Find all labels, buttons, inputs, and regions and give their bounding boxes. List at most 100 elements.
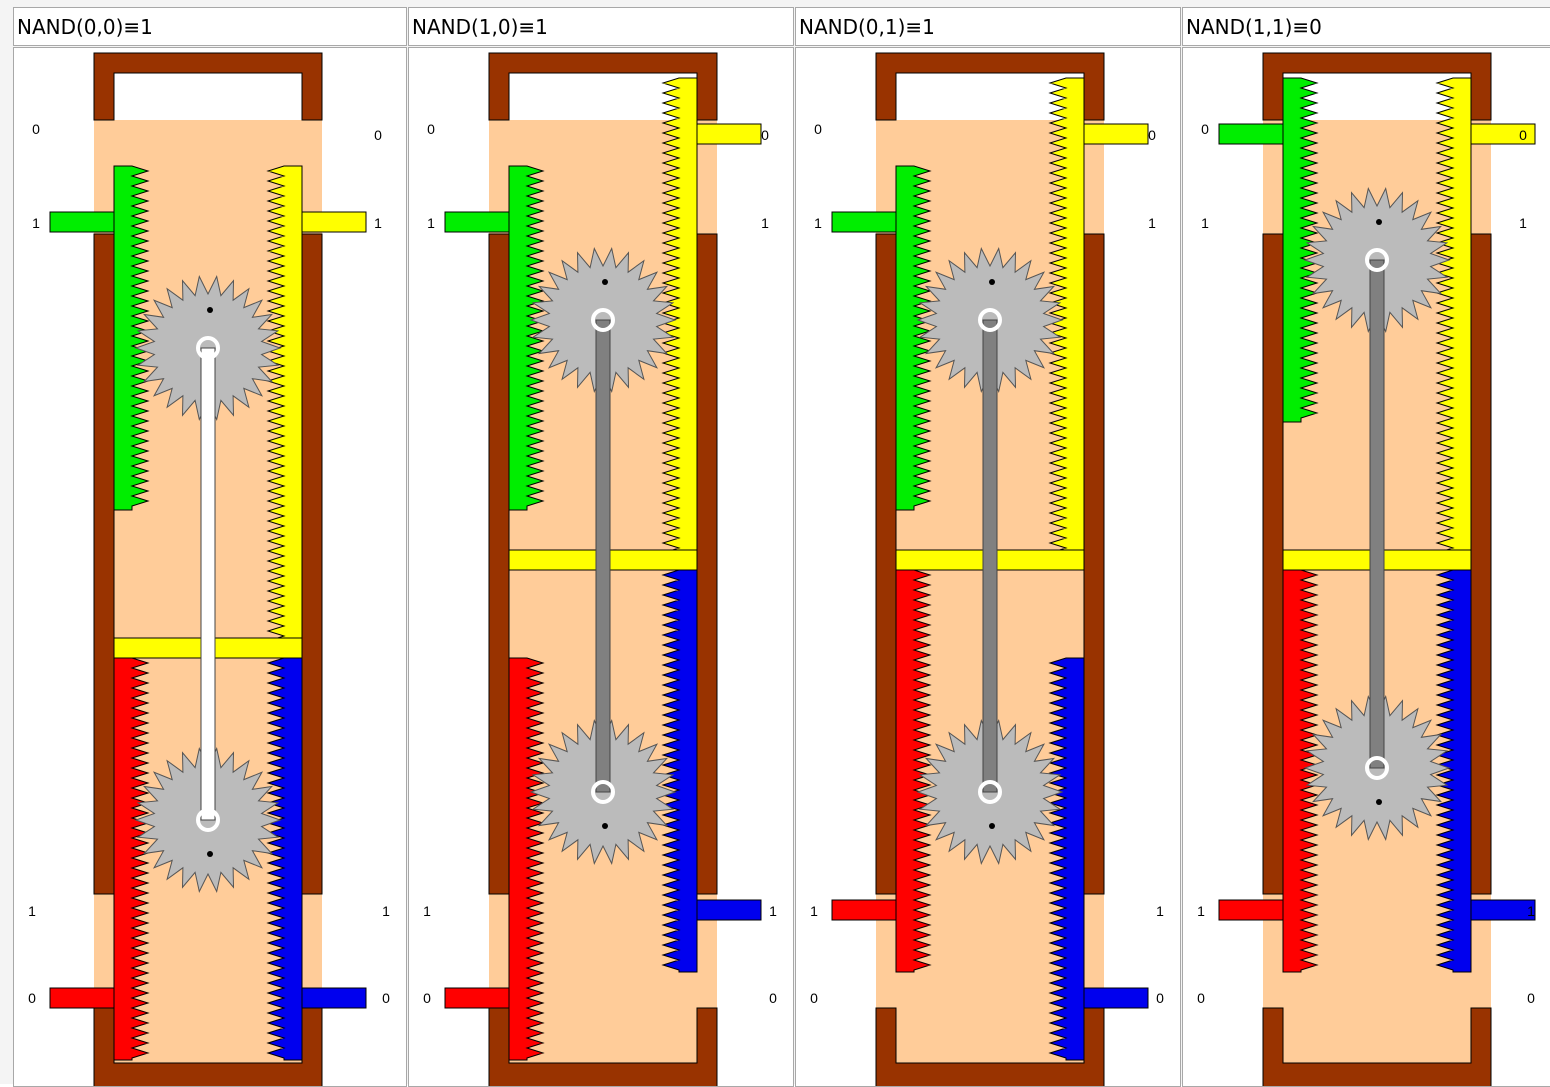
lower-gear-marker [989,823,995,829]
position-label: 0 [32,121,40,137]
green-rack [113,165,150,511]
housing-top [488,52,718,121]
position-label: 0 [761,127,769,143]
panel-caption: NAND(0,1)≡1 [799,15,935,39]
green-input-arm [1218,123,1284,145]
position-label: 1 [32,215,40,231]
housing-right-wall [1470,233,1492,895]
position-label: 1 [374,215,382,231]
connecting-rod [982,319,998,793]
green-rack [508,165,545,511]
housing-bottom [1262,1007,1492,1086]
housing-left-wall [1262,233,1284,895]
blue-output-arm [301,987,367,1009]
lower-gear-marker [1376,799,1382,805]
yellow-rack [661,77,698,571]
housing-right-wall [1083,233,1105,895]
position-label: 0 [1197,990,1205,1006]
housing-top [93,52,323,121]
housing-top [1262,52,1492,121]
red-rack [1282,569,1319,973]
caption-cell-4: NAND(1,1)≡0 [1182,7,1550,46]
position-label: 0 [1156,990,1164,1006]
green-rack [895,165,932,511]
yellow-rack [1435,77,1472,571]
position-label: 0 [427,121,435,137]
position-label: 1 [1527,903,1535,919]
red-rack [508,657,545,1061]
red-rack [113,657,150,1061]
upper-pivot [196,336,220,360]
position-label: 1 [28,903,36,919]
panel-caption: NAND(1,0)≡1 [412,15,548,39]
blue-rack [1435,569,1472,973]
red-input-arm [444,987,510,1009]
position-label: 1 [1201,215,1209,231]
upper-gear-marker [989,279,995,285]
red-input-arm [49,987,115,1009]
yellow-rack [1048,77,1085,571]
panel-caption: NAND(0,0)≡1 [17,15,153,39]
position-label: 0 [374,127,382,143]
housing-left-wall [488,233,510,895]
green-input-arm [49,211,115,233]
caption-cell-1: NAND(0,0)≡1 [13,7,407,46]
position-label: 0 [1201,121,1209,137]
housing-right-wall [696,233,718,895]
position-label: 1 [423,903,431,919]
yellow-output-arm [301,211,367,233]
red-input-arm [831,899,897,921]
blue-output-arm [1470,899,1536,921]
connecting-rod [200,347,216,821]
green-rack [1282,77,1319,423]
position-label: 0 [423,990,431,1006]
housing-left-wall [93,233,115,895]
connecting-rod [595,319,611,793]
lower-gear-marker [602,823,608,829]
position-label: 1 [1197,903,1205,919]
position-label: 1 [814,215,822,231]
position-label: 0 [769,990,777,1006]
blue-output-arm [1083,987,1149,1009]
red-input-arm [1218,899,1284,921]
connecting-rod [1369,259,1385,769]
position-label: 1 [761,215,769,231]
position-label: 0 [1519,127,1527,143]
upper-pivot [978,308,1002,332]
green-input-arm [444,211,510,233]
panel-caption: NAND(1,1)≡0 [1186,15,1322,39]
position-label: 1 [1156,903,1164,919]
yellow-output-arm [1083,123,1149,145]
green-input-arm [831,211,897,233]
lower-pivot [196,808,220,832]
caption-cell-3: NAND(0,1)≡1 [795,7,1181,46]
position-label: 0 [1148,127,1156,143]
yellow-output-arm [696,123,762,145]
caption-cell-2: NAND(1,0)≡1 [408,7,794,46]
upper-gear-marker [602,279,608,285]
position-label: 1 [1148,215,1156,231]
position-label: 1 [427,215,435,231]
position-label: 0 [28,990,36,1006]
position-label: 1 [810,903,818,919]
position-label: 0 [810,990,818,1006]
lower-gear-marker [207,851,213,857]
upper-pivot [591,308,615,332]
housing-top [875,52,1105,121]
upper-gear-marker [207,307,213,313]
position-label: 0 [1527,990,1535,1006]
lower-pivot [591,780,615,804]
upper-pivot [1365,248,1389,272]
lower-pivot [1365,756,1389,780]
yellow-rack [266,165,303,659]
position-label: 1 [382,903,390,919]
